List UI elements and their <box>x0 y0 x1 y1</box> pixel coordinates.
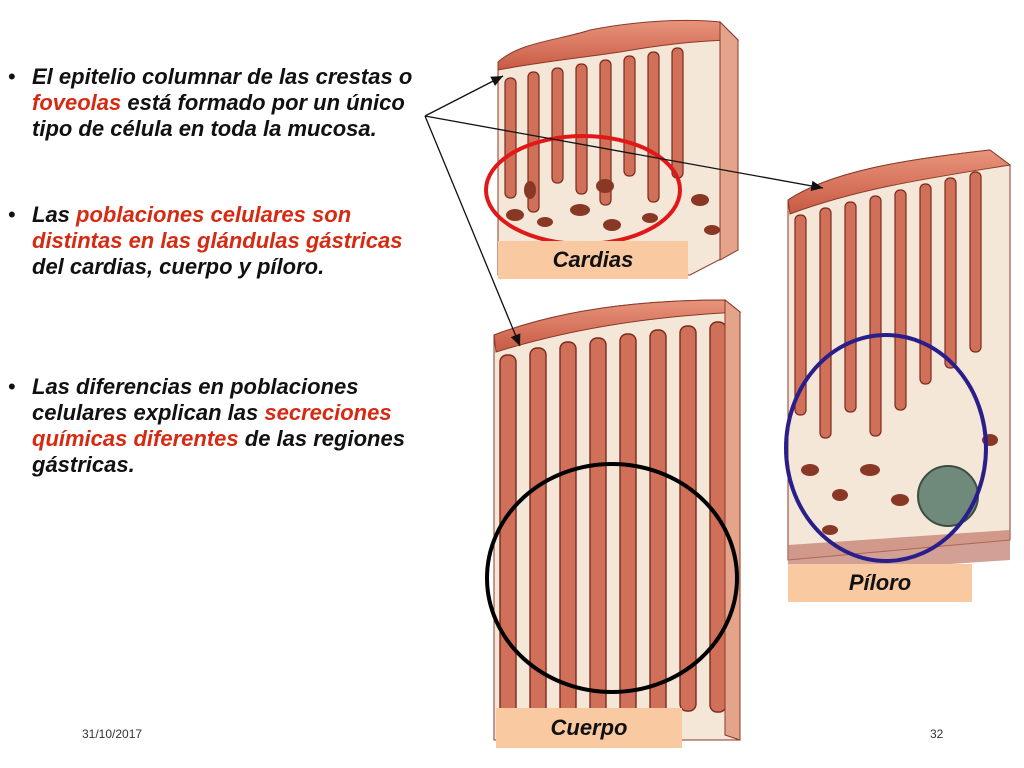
bullet-item-2: • Las poblaciones celulares son distinta… <box>8 202 403 279</box>
piloro-highlight-circle <box>784 333 988 563</box>
bullet-dot: • <box>8 202 16 227</box>
pointer-arrows <box>424 75 824 347</box>
piloro-tissue-block <box>787 149 1012 575</box>
bullet-dot: • <box>8 374 16 399</box>
highlight-poblaciones: poblaciones celulares son distintas en l… <box>32 202 403 253</box>
footer-page-number: 32 <box>930 727 944 741</box>
cardias-tissue-block <box>497 19 740 276</box>
label-cardias: Cardias <box>498 241 688 279</box>
bullet-item-1: • El epitelio columnar de las crestas o … <box>8 64 413 141</box>
bullet-item-3: • Las diferencias en poblaciones celular… <box>8 374 405 477</box>
bullet-dot: • <box>8 64 16 89</box>
highlight-secreciones: secreciones químicas diferentes <box>32 400 392 451</box>
footer-date: 31/10/2017 <box>82 727 143 741</box>
cuerpo-tissue-block <box>493 298 742 741</box>
highlight-foveolas: foveolas <box>32 90 122 115</box>
bullet-list: • El epitelio columnar de las crestas o … <box>8 64 438 478</box>
cuerpo-highlight-circle <box>485 462 739 694</box>
label-cuerpo: Cuerpo <box>496 708 682 748</box>
label-piloro: Píloro <box>788 564 972 602</box>
